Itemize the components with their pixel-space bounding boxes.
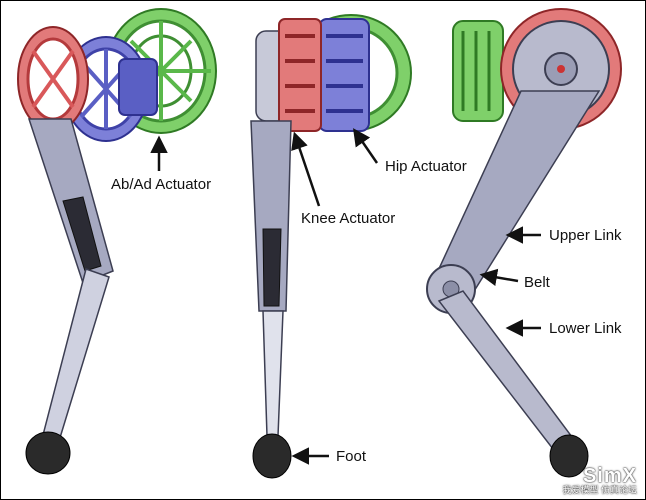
arrow-knee [291,131,321,207]
abad-actuator-right [452,20,504,122]
watermark-logo: SimX [582,465,637,487]
lower-link-right [437,290,577,450]
label-abad-actuator: Ab/Ad Actuator [111,176,212,193]
callout-arrows [150,128,541,465]
watermark-subtitle: 我爱模型 仿真论坛 [562,485,637,495]
upper-link-center [250,120,292,312]
arrow-hip [353,128,379,164]
label-hip-actuator: Hip Actuator [385,158,467,175]
foot-center [252,433,292,479]
label-upper-link: Upper Link [549,227,622,244]
lower-link-center [262,310,284,437]
label-lower-link: Lower Link [549,320,622,337]
knee-actuator-left [17,26,89,132]
center-leg-view [250,14,412,479]
label-belt: Belt [524,274,550,291]
foot-left [25,431,71,475]
lower-link-left [42,268,110,442]
watermark: SimX 我爱模型 仿真论坛 [562,466,637,495]
label-knee-actuator: Knee Actuator [301,210,396,227]
right-leg-view [426,8,622,478]
arrow-belt [479,268,519,286]
knee-actuator-center [278,18,322,132]
label-foot: Foot [336,448,367,465]
foot-right [549,434,589,478]
left-leg-view [17,8,217,475]
